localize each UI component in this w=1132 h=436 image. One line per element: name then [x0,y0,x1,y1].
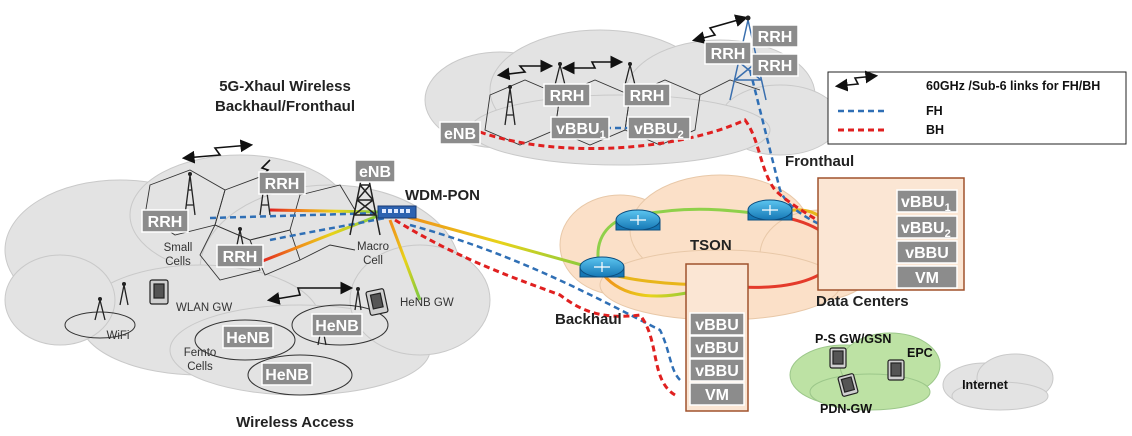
enb-label: eNB [359,164,391,181]
henb-label: HeNB [315,318,359,335]
small-cells-label: Small [164,242,193,254]
bh-links [394,118,906,397]
rrh-label: RRH [758,29,793,46]
rrh-label: RRH [265,176,300,193]
rrh-label: RRH [630,88,665,105]
edge-vbbu-label: vBBU [695,363,739,380]
tson-label: TSON [690,237,732,254]
femto-cell-ellipses [64,304,389,396]
dc-vm-label: VM [915,270,939,287]
henb-label: HeNB [265,367,309,384]
rrh-label: RRH [148,214,183,231]
edge-vm-label: VM [705,387,729,404]
vbbu1-label: vBBU1 [556,121,606,141]
dc-vbbu-label: vBBU [905,245,949,262]
rrh-label: RRH [223,249,258,266]
data-centers-label: Data Centers [816,293,909,310]
enb-label: eNB [444,126,476,143]
dc-vbbu1-label: vBBU1 [901,194,951,214]
henb-gw-label: HeNB GW [400,297,454,309]
henb-label: HeNB [226,330,270,347]
gateway-icons [149,279,905,397]
rrh-label: RRH [758,58,793,75]
small-cells-label: Cells [165,256,191,268]
pdn-gw-label: PDN-GW [820,402,872,416]
internet-cloud [942,353,1054,411]
backhaul-label: Backhaul [555,311,622,328]
macro-cell-label: Macro [357,241,389,253]
legend-item-label: BH [926,123,944,137]
edge-vbbu-label: vBBU [695,340,739,357]
legend-zigzag-icon [834,70,879,92]
wireless-links [181,14,749,305]
fronthaul-label: Fronthaul [785,153,854,170]
antenna-tip-icons [98,62,632,326]
top-tower-tip-icon [745,15,751,21]
ps-gw-label: P-S GW/GSN [815,332,891,346]
epc-label: EPC [907,346,933,360]
wifi-label: WiFi [107,330,130,342]
title-line1: 5G-Xhaul Wireless [219,78,351,95]
macro-cell-lines [299,184,356,261]
femto-cells-label: Cells [187,361,213,373]
wireless-access-label: Wireless Access [236,414,354,431]
legend-item-label: 60GHz /Sub-6 links for FH/BH [926,79,1100,93]
wdm-pon-switch-icon [377,205,417,219]
wdm-pon-label: WDM-PON [405,187,480,204]
title-line2: Backhaul/Fronthaul [215,98,355,115]
internet-label: Internet [962,378,1009,392]
legend: 60GHz /Sub-6 links for FH/BH FH BH [827,70,1127,145]
rrh-label: RRH [550,88,585,105]
vbbu2-label: vBBU2 [634,121,684,141]
node-boxes [141,24,958,406]
legend-item-label: FH [926,104,943,118]
dc-vbbu2-label: vBBU2 [901,220,951,240]
femto-cells-label: Femto [184,347,217,359]
rrh-label: RRH [711,46,746,63]
edge-vbbu-label: vBBU [695,317,739,334]
macro-cell-label: Cell [363,255,383,267]
wlan-gw-label: WLAN GW [176,302,232,314]
